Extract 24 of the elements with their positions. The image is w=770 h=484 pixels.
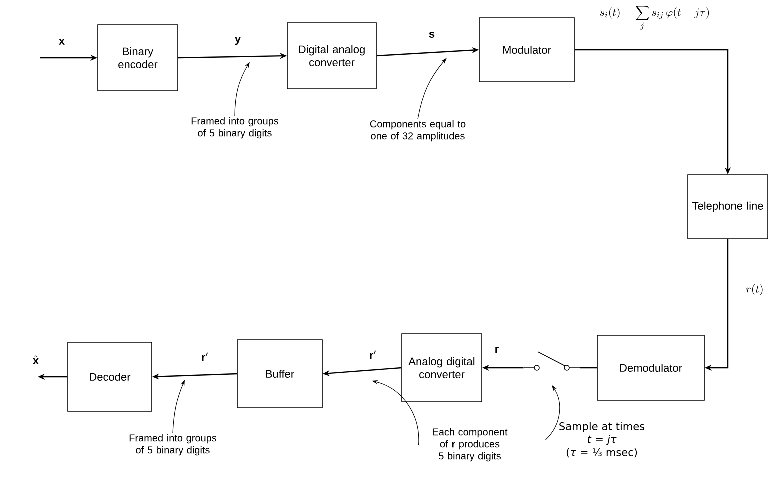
switch-drawing — [524, 352, 580, 371]
note-text: Sample at times t = jτ (τ = ⅓ msec) — [560, 422, 645, 458]
block-box: Buffer — [237, 340, 323, 408]
note-text: Framed into groups of 5 binary digits — [192, 117, 279, 139]
block-box: Analog digital converter — [402, 334, 482, 402]
block-box: Digital analog converter — [287, 22, 377, 90]
block-box: Telephone line — [688, 174, 768, 240]
edge-label: $\mathbf{s}$ — [429, 32, 435, 38]
block-box: Binary encoder — [98, 24, 178, 92]
edge-label: $\hat{\mathbf{x}}$ — [33, 356, 39, 364]
edge-label: $\mathbf{r}'$ — [370, 350, 376, 360]
edge-label: $r(t)$ — [746, 284, 763, 296]
edge-label: $\mathbf{y}$ — [235, 36, 241, 46]
edge-label: $\mathbf{r}'$ — [202, 352, 208, 362]
block-box: Decoder — [68, 342, 152, 412]
note-text: Framed into groups of 5 binary digits — [130, 434, 217, 456]
leader-line — [418, 58, 447, 120]
note-text: Components equal to one of 32 amplitudes — [370, 120, 466, 142]
block-box: Demodulator — [597, 335, 705, 401]
block-box: Modulator — [479, 18, 575, 82]
edge-label: $s_i(t) = \sum_j s_{ij}\,\varphi(t - j\tau)$ — [600, 6, 710, 30]
edge-label: $\mathbf{x}$ — [59, 39, 65, 45]
edge-label: $\mathbf{r}$ — [496, 347, 499, 353]
note-text: Each component of r produces 5 binary digits — [433, 428, 508, 462]
